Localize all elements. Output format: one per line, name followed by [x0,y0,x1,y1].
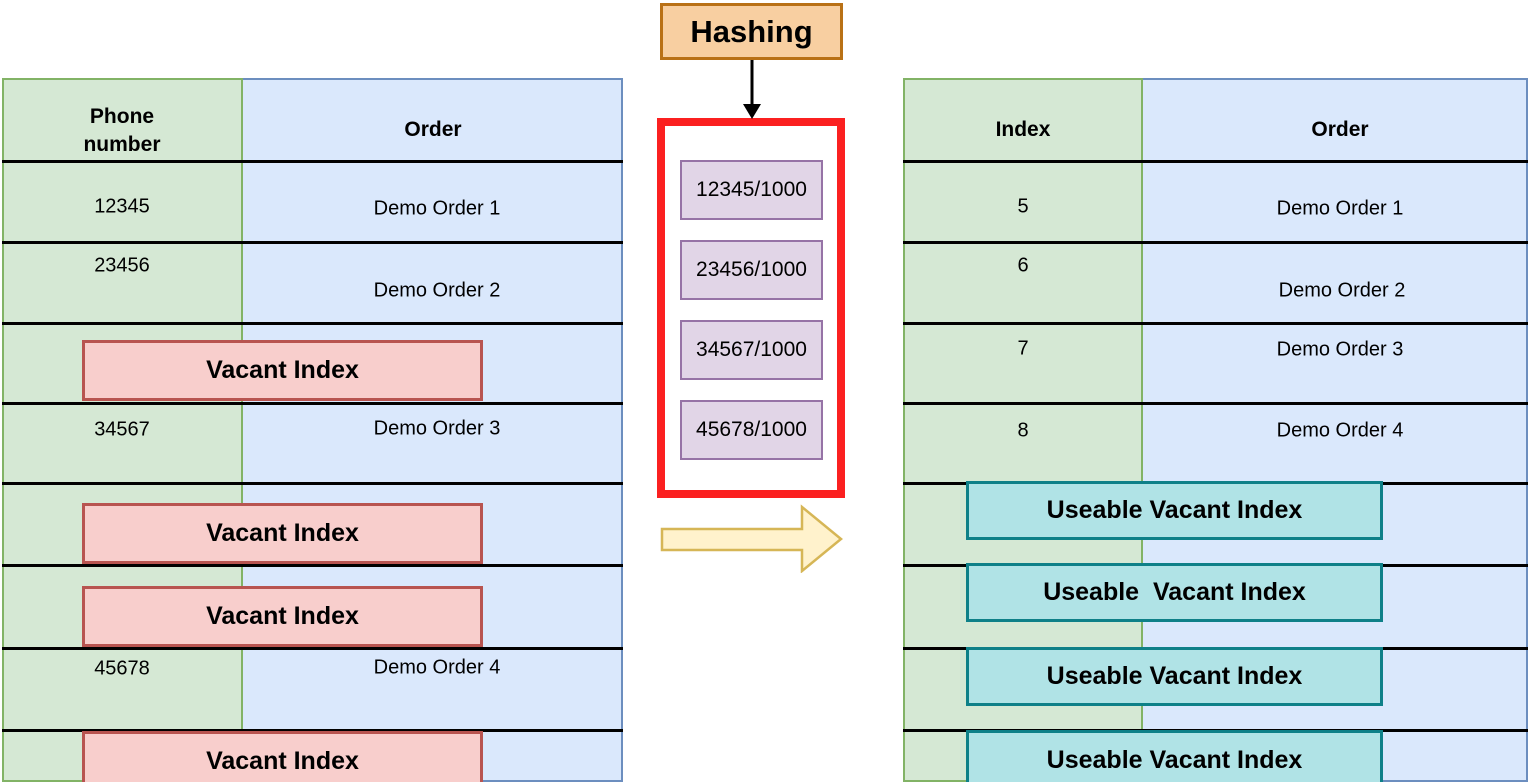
vacant-index-overlay: Vacant Index [82,731,483,782]
phone-cell: 12345 [94,195,150,218]
right-header-order: Order [1311,118,1369,141]
left-row-divider [2,729,623,732]
left-row-divider [2,241,623,244]
left-row-divider [2,564,623,567]
order-cell: Demo Order 3 [1276,338,1404,361]
useable-vacant-index-overlay: Useable Vacant Index [966,647,1383,706]
order-cell: Demo Order 1 [373,197,501,220]
hashing-box: Hashing [660,3,843,60]
index-cell: 7 [1017,337,1029,360]
left-row-divider [2,482,623,485]
useable-vacant-index-overlay: Useable Vacant Index [966,730,1383,782]
hash-value-box: 12345/1000 [680,160,823,220]
index-cell: 8 [1017,419,1029,442]
left-row-divider [2,647,623,650]
vacant-index-overlay: Vacant Index [82,503,483,564]
order-cell: Demo Order 4 [373,656,501,679]
right-row-divider [903,241,1528,244]
right-row-divider [903,402,1528,405]
vacant-index-overlay: Vacant Index [82,340,483,401]
order-cell: Demo Order 3 [373,417,501,440]
hash-value-box: 23456/1000 [680,240,823,300]
index-cell: 6 [1017,254,1029,277]
left-phone-number-column [2,78,243,782]
hash-value-box: 45678/1000 [680,400,823,460]
phone-cell: 34567 [94,418,150,441]
phone-cell: 45678 [94,657,150,680]
arrow-down-icon [743,60,761,119]
order-cell: Demo Order 2 [373,279,501,302]
left-row-divider [2,402,623,405]
hash-value-box: 34567/1000 [680,320,823,380]
vacant-index-overlay: Vacant Index [82,586,483,647]
index-cell: 5 [1017,195,1029,218]
right-row-divider [903,160,1528,163]
left-header-phone-number: Phone number [83,105,161,156]
left-header-order: Order [404,118,462,141]
arrow-right-icon [660,504,843,573]
useable-vacant-index-overlay: Useable Vacant Index [966,563,1383,622]
left-row-divider [2,322,623,325]
order-cell: Demo Order 4 [1276,419,1404,442]
useable-vacant-index-overlay: Useable Vacant Index [966,481,1383,540]
order-cell: Demo Order 2 [1278,279,1406,302]
right-row-divider [903,322,1528,325]
right-header-index: Index [995,118,1051,141]
phone-cell: 23456 [94,254,150,277]
left-row-divider [2,160,623,163]
order-cell: Demo Order 1 [1276,197,1404,220]
left-order-column [241,78,623,782]
